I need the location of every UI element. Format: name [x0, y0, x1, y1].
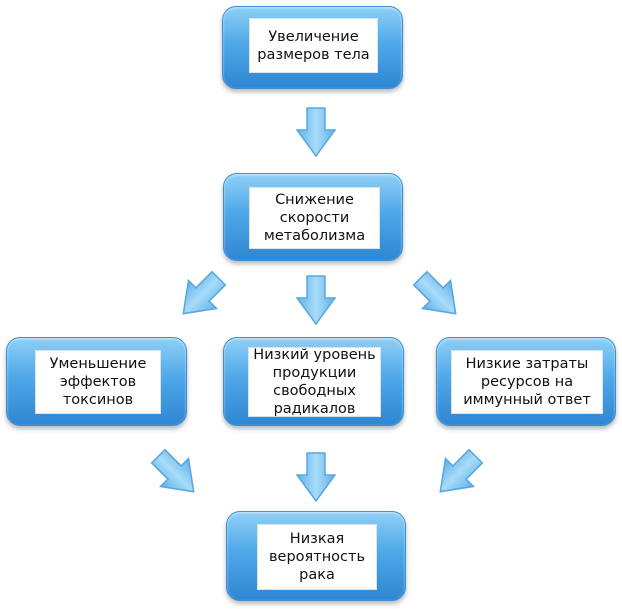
- node-toxins-label: Уменьшение эффектов токсинов: [35, 350, 161, 414]
- arrow-down-left-2: [439, 448, 484, 493]
- arrow-down-right-1: [412, 270, 457, 315]
- node-immune-label: Низкие затраты ресурсов на иммунный отве…: [451, 350, 603, 414]
- node-body-size-label: Увеличение размеров тела: [249, 18, 378, 73]
- node-cancer: Низкая вероятность рака: [226, 511, 406, 601]
- node-metabolism-label: Снижение скорости метаболизма: [249, 187, 380, 249]
- node-toxins: Уменьшение эффектов токсинов: [6, 337, 187, 426]
- node-body-size: Увеличение размеров тела: [222, 6, 403, 89]
- node-radicals-label: Низкий уровень продукции свободных радик…: [248, 347, 381, 417]
- node-cancer-label: Низкая вероятность рака: [257, 524, 377, 590]
- arrow-down-3: [296, 452, 336, 502]
- node-immune: Низкие затраты ресурсов на иммунный отве…: [436, 337, 616, 426]
- arrow-down-right-2: [150, 448, 195, 493]
- node-radicals: Низкий уровень продукции свободных радик…: [223, 337, 404, 426]
- arrow-down-left-1: [182, 270, 227, 315]
- node-metabolism: Снижение скорости метаболизма: [223, 173, 403, 261]
- arrow-down-1: [296, 107, 336, 157]
- arrow-down-2: [296, 275, 336, 325]
